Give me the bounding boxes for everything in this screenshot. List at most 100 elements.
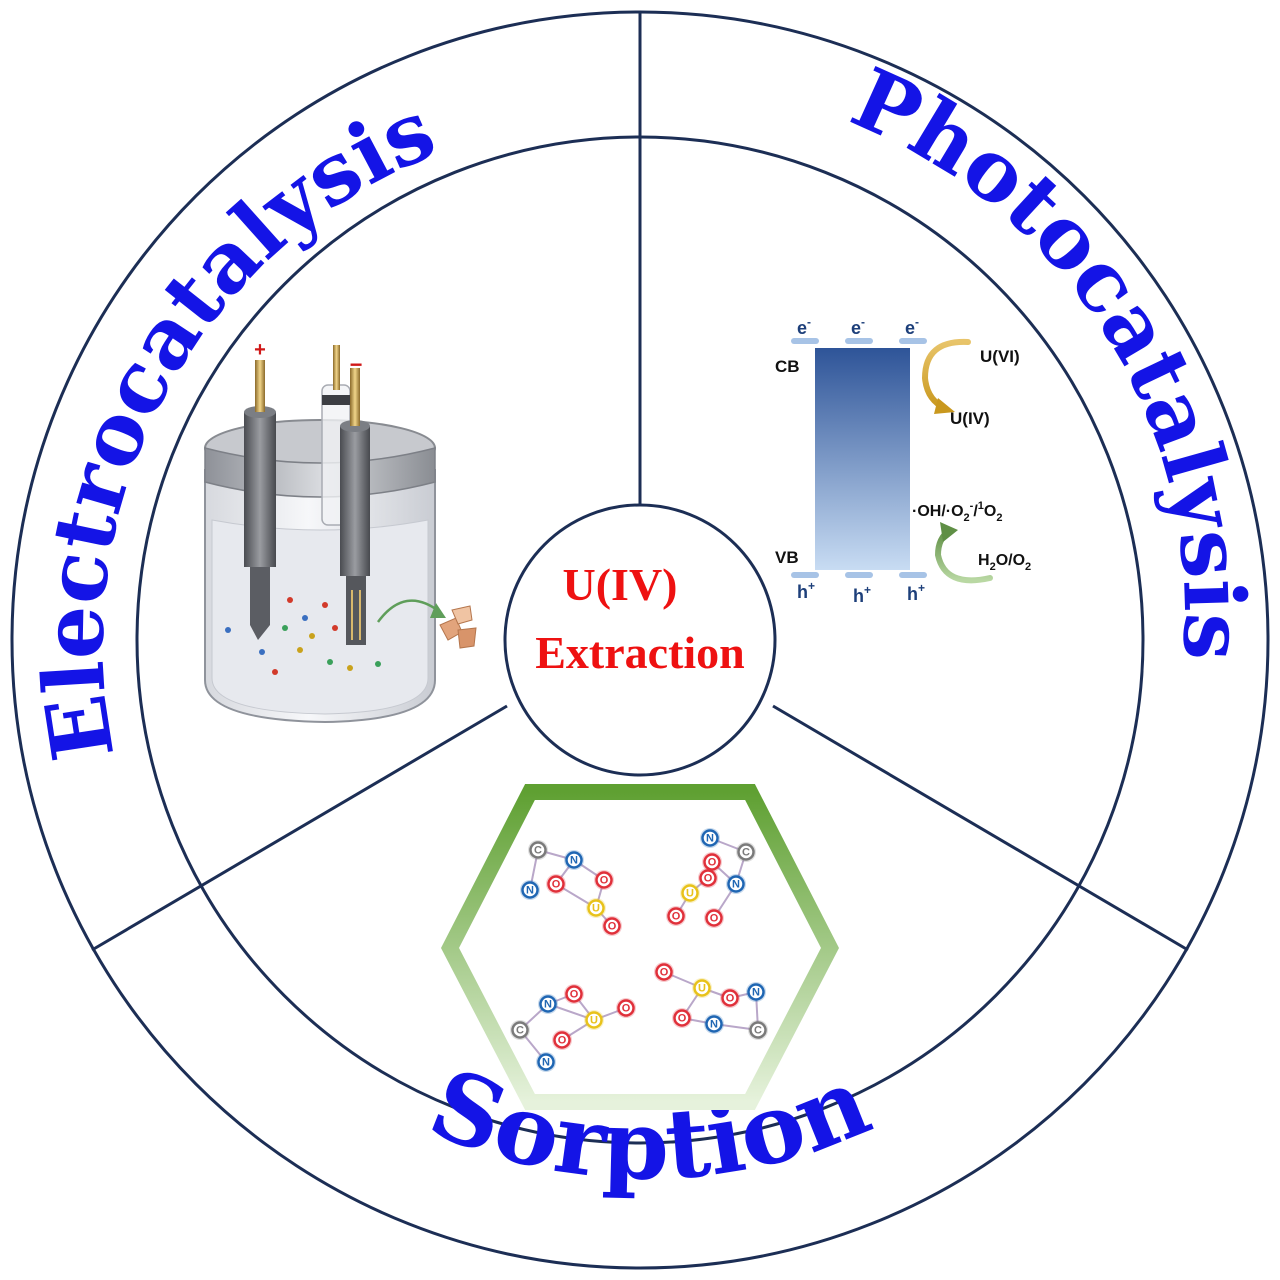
ion [287,597,293,603]
ion [347,665,353,671]
atom-circle [703,853,721,871]
atom-c: C [736,842,756,862]
center-title-line2: Extraction [535,627,745,678]
atom-o: O [654,962,674,982]
reference-electrode-band [322,395,350,405]
atom-circle [655,963,673,981]
reference-electrode-pin [333,345,340,390]
water-oxygen-label: H2O/O2 [978,552,1031,573]
positive-terminal-sign: + [254,339,266,361]
atom-symbol: O [704,873,713,885]
hole-label-1: h+ [797,579,815,602]
atom-symbol: O [660,967,669,979]
atom-circle [727,875,745,893]
electron-dash [899,338,927,344]
atom-symbol: C [516,1025,524,1037]
ion [225,627,231,633]
divider-lower-right [772,704,1189,952]
atom-circle [521,881,539,899]
atom-symbol: O [726,993,735,1005]
atom-c: C [528,840,548,860]
ion [322,602,328,608]
hole-label-3: h+ [907,581,925,604]
atom-symbol: C [534,845,542,857]
ion [375,661,381,667]
hole-dash [899,572,927,578]
electron-label-1: e- [797,315,811,338]
atom-n: N [536,1052,556,1072]
atom-symbol: O [622,1003,631,1015]
atom-symbol: N [710,1019,718,1031]
atom-symbol: U [592,903,600,915]
atom-o: O [564,984,584,1004]
atom-circle [537,1053,555,1071]
atom-u: U [692,978,712,998]
hole-dash [845,572,873,578]
electron-dash [791,338,819,344]
atom-circle [587,899,605,917]
ion [302,615,308,621]
atom-circle [603,917,621,935]
atom-o: O [720,988,740,1008]
atom-o: O [594,870,614,890]
atom-symbol: O [608,921,617,933]
dissolved-ions [225,597,381,675]
atom-circle [539,995,557,1013]
atom-circle [673,1009,691,1027]
electrode-left-plate [250,567,270,640]
atom-circle [749,1021,767,1039]
atom-symbol: O [708,857,717,869]
atom-u: U [586,898,606,918]
title-sorption: Sorption [416,1044,885,1202]
atom-symbol: U [698,983,706,995]
atom-o: O [698,868,718,888]
atom-symbol: U [686,888,694,900]
atom-symbol: N [732,879,740,891]
electrochemical-cell-illustration: + − [204,339,477,724]
atom-symbol: O [678,1013,687,1025]
hole-markers [791,572,927,578]
ion [327,659,333,665]
atom-o: O [702,852,722,872]
product-crystal-3 [457,627,477,649]
ros-label: ·OH/·O2-/1O2 [912,500,1003,524]
atom-circle [699,869,717,887]
ion [272,669,278,675]
atom-c: C [748,1020,768,1040]
oxidation-arrow-head [940,522,958,542]
ion [259,649,265,655]
atom-circle [585,1011,603,1029]
atom-o: O [552,1030,572,1050]
atom-circle [737,843,755,861]
atom-symbol: N [570,855,578,867]
atom-symbol: O [552,879,561,891]
divider-lower-left [91,704,508,952]
atom-n: N [538,994,558,1014]
atom-symbol: N [526,885,534,897]
atom-o: O [602,916,622,936]
atom-u: U [680,883,700,903]
atom-circle [693,979,711,997]
atom-circle [547,875,565,893]
ion [282,625,288,631]
product-crystal-2 [451,605,473,625]
electron-markers [791,338,927,344]
atom-symbol: O [710,913,719,925]
atom-circle [747,983,765,1001]
atom-symbol: O [570,989,579,1001]
electron-dash [845,338,873,344]
atom-symbol: C [742,847,750,859]
cb-label: CB [775,357,800,376]
atom-o: O [666,906,686,926]
atom-circle [667,907,685,925]
atom-symbol: O [672,911,681,923]
atom-symbol: N [544,999,552,1011]
electrode-right-pin [350,368,360,426]
atom-circle [681,884,699,902]
atom-n: N [704,1014,724,1034]
atom-symbol: N [706,833,714,845]
band-gap-block [815,348,910,570]
electron-label-3: e- [905,315,919,338]
